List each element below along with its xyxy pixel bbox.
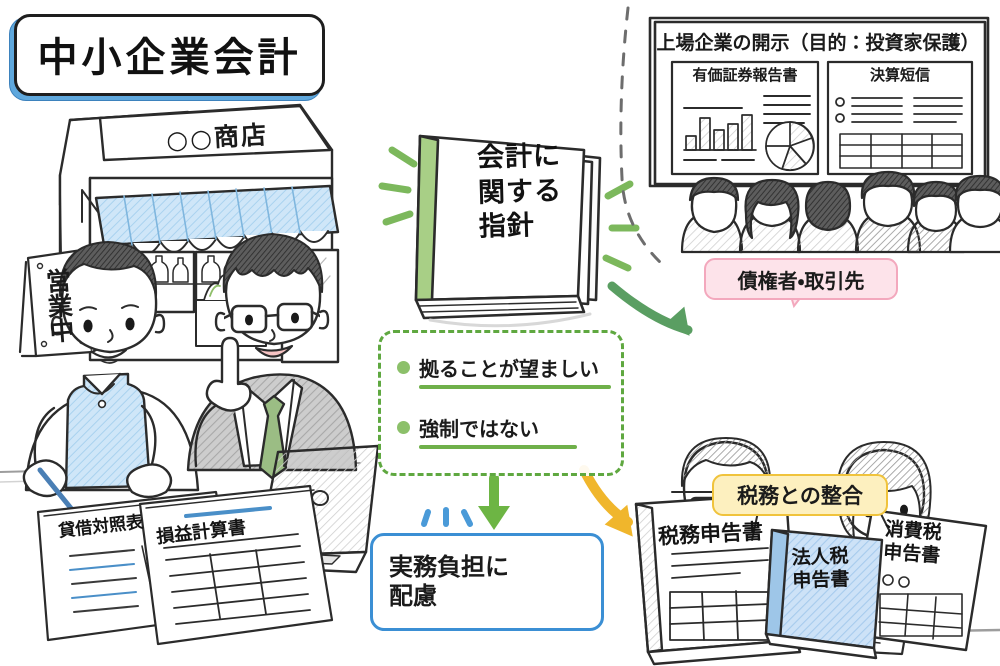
tax-alignment-badge: 税務との整合 xyxy=(712,474,888,516)
consideration-callout: 実務負担に 配慮 xyxy=(370,533,604,631)
consideration-line-2: 配慮 xyxy=(389,582,437,610)
guideline-book-cover: 会計に 関する 指針 xyxy=(382,108,622,338)
book-title: 会計に 関する 指針 xyxy=(477,138,600,245)
bullet-dot-icon xyxy=(397,421,410,434)
book-title-line-2: 関する xyxy=(477,174,563,209)
guideline-item-1-label: 拠ることが望ましい xyxy=(419,357,599,381)
tax-return-label: 税務申告書 xyxy=(657,519,764,549)
guideline-book xyxy=(414,134,602,328)
arrow-to-creditors xyxy=(607,281,693,336)
open-sign-text: 営業中 xyxy=(41,266,76,344)
shop-owner-figure xyxy=(22,241,200,520)
consideration-line-1: 実務負担に xyxy=(389,553,509,582)
creditor-badge-text: 債権者・取引先 xyxy=(737,268,865,293)
consideration-text: 実務負担に 配慮 xyxy=(389,553,509,611)
consumption-tax-label: 消費税 申告書 xyxy=(882,518,943,567)
guideline-item-1: 拠ることが望ましい xyxy=(397,353,611,389)
guideline-item-2-underline xyxy=(419,445,577,449)
listed-panel-title: 上場企業の開示（目的：投資家保護） xyxy=(656,31,980,54)
book-title-line-1: 会計に xyxy=(476,140,562,174)
guideline-callout: 拠ることが望ましい 強制ではない xyxy=(378,330,624,476)
page-title-text: 中小企業会計 xyxy=(37,35,302,81)
consideration-sparkles xyxy=(421,507,473,527)
shop-sign-text: ○○商店 xyxy=(165,120,269,155)
investors-crowd xyxy=(680,170,1000,254)
bullet-dot-icon xyxy=(397,361,410,374)
income-statement-paper xyxy=(138,484,334,646)
listed-disclosure-panel: 上場企業の開示（目的：投資家保護） 有価証券報告書 決算短信 xyxy=(648,16,988,186)
earnings-report-title: 決算短信 xyxy=(869,66,930,84)
arrow-to-consideration xyxy=(478,473,510,530)
guideline-item-1-underline xyxy=(419,385,611,389)
book-title-line-3: 指針 xyxy=(478,210,536,243)
tax-documents xyxy=(634,492,988,666)
dashed-divider xyxy=(619,6,664,266)
tax-label-connectors xyxy=(671,491,893,541)
guideline-item-2: 強制ではない xyxy=(397,413,611,449)
tax-alignment-badge-text: 税務との整合 xyxy=(737,484,863,508)
book-sparkles xyxy=(378,146,640,272)
corporate-tax-label: 法人税 申告書 xyxy=(791,545,850,592)
page-title: 中小企業会計 xyxy=(14,14,325,96)
creditor-badge: 債権者・取引先 xyxy=(704,258,898,300)
accountant-figure xyxy=(186,233,358,480)
arrow-to-tax xyxy=(579,465,633,537)
open-sign: 営業中 xyxy=(33,261,83,350)
securities-report-title: 有価証券報告書 xyxy=(692,66,798,84)
guideline-item-2-label: 強制ではない xyxy=(419,417,539,441)
